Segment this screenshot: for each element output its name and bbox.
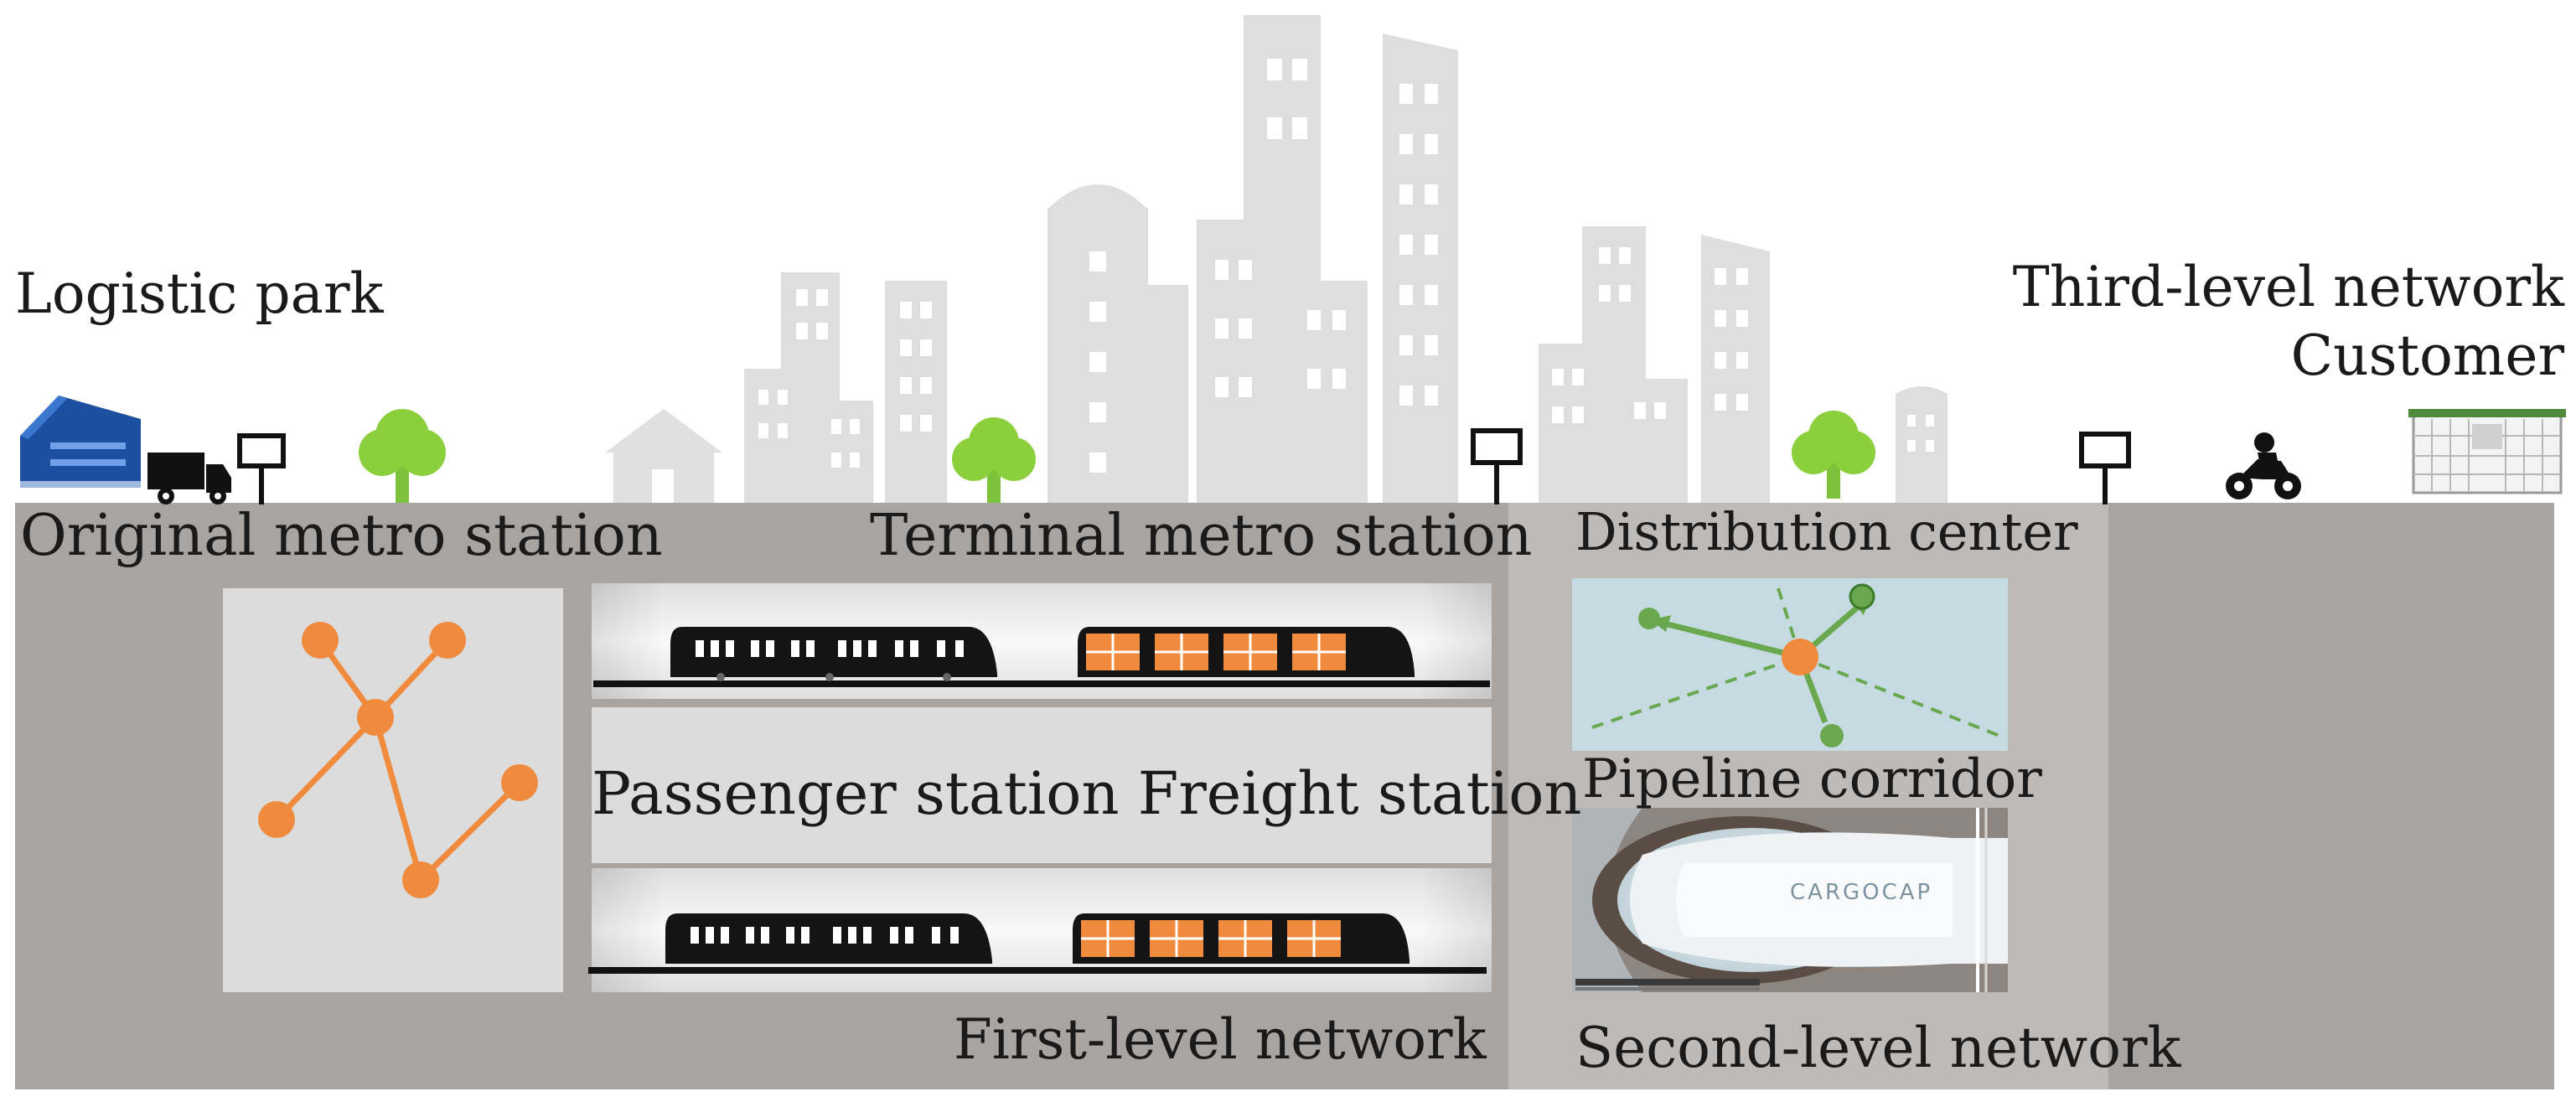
pipeline-capsule-icon [1575,808,2008,992]
original-metro-station-label: Original metro station [20,503,663,569]
signpost-icon [1471,428,1523,504]
passenger-freight-station-label: Passenger station Freight station [592,759,1582,828]
distribution-center-label: Distribution center [1575,501,2078,562]
building-windows [758,59,1934,473]
pipeline-corridor-label: Pipeline corridor [1582,748,2042,810]
cargo-brand-text: CARGOCAP [1790,880,1933,905]
freight-train-icon [1073,913,1410,964]
tree-icon [1792,411,1875,499]
house-icon [605,409,722,503]
truck-icon [147,453,231,504]
station-platform [592,707,1492,863]
signpost-icon [237,433,286,504]
second-level-network-label: Second-level network [1575,1016,2181,1080]
motorbike-icon [2226,432,2301,499]
freight-train-icon [1078,627,1415,677]
parcel-locker-icon [2408,409,2566,494]
first-level-network-label: First-level network [954,1007,1487,1072]
tree-icon [952,417,1036,503]
logistic-park-label: Logistic park [15,261,384,326]
customer-label: Customer [2290,323,2564,388]
terminal-metro-station-label: Terminal metro station [870,503,1533,569]
passenger-train-icon [670,627,997,681]
passenger-train-icon [665,913,992,964]
third-level-network-label: Third-level network [2012,255,2564,319]
warehouse-icon [20,396,141,488]
network-map [258,622,538,898]
distribution-diagram [1591,582,2000,747]
signpost-icon [2079,432,2131,504]
tree-icon [359,409,446,503]
